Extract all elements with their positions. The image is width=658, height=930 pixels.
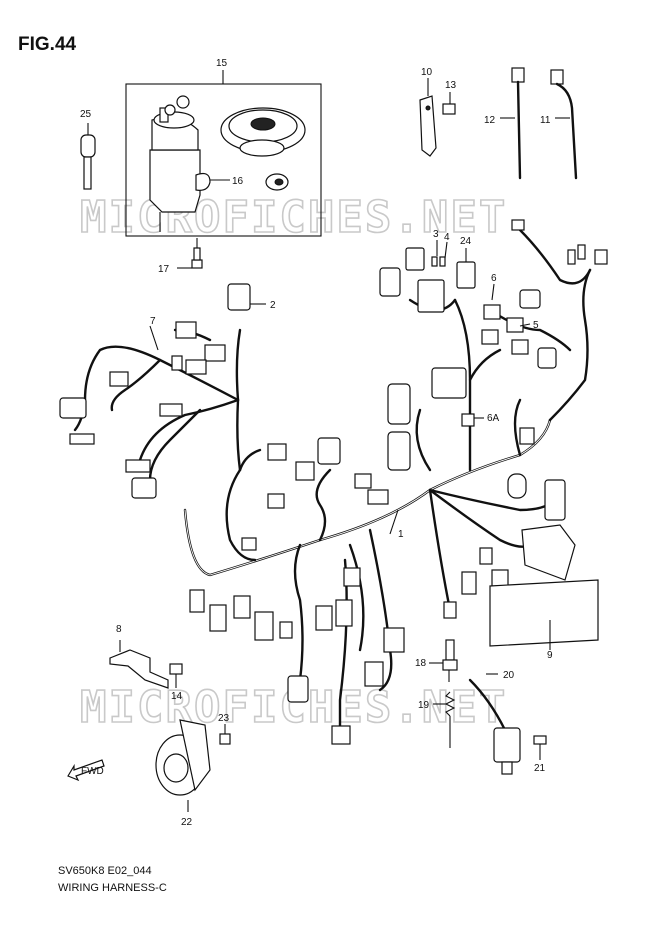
callout-2: 2 xyxy=(270,300,276,311)
horn xyxy=(155,719,231,812)
callout-19: 19 xyxy=(418,700,430,711)
cable-ties xyxy=(500,67,578,180)
clamp-bracket xyxy=(419,78,456,157)
callout-23: 23 xyxy=(218,713,230,724)
callout-7: 7 xyxy=(150,316,156,327)
callout-10: 10 xyxy=(421,67,433,78)
callout-13: 13 xyxy=(445,80,457,91)
callout-5: 5 xyxy=(533,320,539,331)
callout-labels: 1 2 3 4 5 6 6A 7 8 9 10 11 12 13 14 15 1… xyxy=(80,58,553,828)
model-code: SV650K8 E02_044 xyxy=(58,865,152,877)
callout-9: 9 xyxy=(547,650,553,661)
callout-16: 16 xyxy=(232,176,244,187)
callout-25: 25 xyxy=(80,109,92,120)
callout-4: 4 xyxy=(444,232,450,243)
callout-6a: 6A xyxy=(487,413,500,424)
callout-11: 11 xyxy=(540,115,551,126)
callout-24: 24 xyxy=(460,236,472,247)
cover-plate xyxy=(489,579,599,647)
brake-switch xyxy=(429,639,458,748)
callout-20: 20 xyxy=(503,670,515,681)
callout-18: 18 xyxy=(415,658,427,669)
callout-1: 1 xyxy=(398,529,404,540)
sensor-20 xyxy=(468,678,547,775)
callout-15: 15 xyxy=(216,58,228,69)
figure-title: FIG.44 xyxy=(18,34,77,55)
figure-caption: WIRING HARNESS-C xyxy=(58,882,167,894)
callout-3: 3 xyxy=(433,229,439,240)
callout-17: 17 xyxy=(158,264,170,275)
callout-22: 22 xyxy=(181,817,193,828)
forward-direction-arrow: FWD xyxy=(67,759,105,782)
callout-8: 8 xyxy=(116,624,122,635)
key-blank xyxy=(80,123,96,190)
main-switch-connector xyxy=(227,283,251,311)
leader-lines xyxy=(149,240,551,675)
callout-21: 21 xyxy=(534,763,546,774)
callout-6: 6 xyxy=(491,273,497,284)
harness-connectors xyxy=(59,219,608,745)
callout-14: 14 xyxy=(171,691,183,702)
callout-12: 12 xyxy=(484,115,496,126)
bracket-8 xyxy=(109,640,183,689)
ignition-lock-set xyxy=(125,70,322,237)
bolt-17 xyxy=(177,238,203,269)
fwd-label: FWD xyxy=(81,766,104,777)
